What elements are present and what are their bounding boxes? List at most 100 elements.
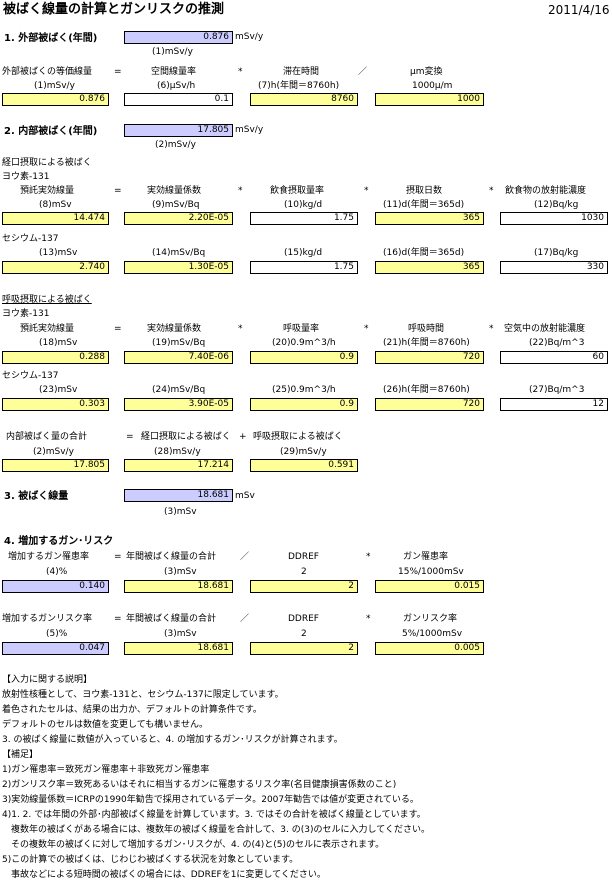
internal-sum-oral: 17.214 — [124, 459, 233, 472]
section3-title: 3. 被ばく線量 — [4, 491, 69, 502]
unit-label: (6)μSv/h — [157, 81, 196, 91]
total-dose-unit: mSv — [235, 491, 255, 501]
col-header: 空気中の放射能濃度 — [504, 324, 586, 334]
col-header: 呼吸時間 — [408, 324, 445, 334]
unit-label: (13)mSv — [39, 248, 78, 258]
unit-label: (28)mSv/y — [154, 447, 201, 457]
cesium-oral-days[interactable]: 365 — [375, 261, 484, 274]
note-line: 複数年の被ばくがある場合には、複数年の被ばく線量を合計して、3. の(3)のセル… — [2, 825, 430, 835]
unit-label: (29)mSv/y — [280, 447, 327, 457]
unit-label: 5%/1000mSv — [402, 629, 463, 639]
note-line: 2)ガンリスク率＝致死あるいはそれに相当するガンに罹患するリスク率(名目健康損害… — [2, 780, 397, 790]
unit-label: 1000μ/m — [412, 81, 453, 91]
note-line: 事故などによる短時間の被ばくの場合には、DDREFを1に変更してください。 — [2, 870, 326, 880]
times-sign: * — [489, 324, 494, 334]
unit-label: 15%/1000mSv — [398, 567, 464, 577]
iodine-oral-days[interactable]: 365 — [375, 212, 484, 225]
unit-label: (27)Bq/m^3 — [529, 385, 585, 395]
note-line: 【補足】 — [2, 750, 39, 760]
iodine-oral-coef[interactable]: 2.20E-05 — [124, 212, 233, 225]
cesium-oral-coef[interactable]: 1.30E-05 — [124, 261, 233, 274]
col-header: 実効線量係数 — [147, 324, 202, 334]
iodine-oral-intake[interactable]: 1.75 — [250, 212, 358, 225]
unit-label: (14)mSv/Bq — [152, 248, 206, 258]
unit-label: 2 — [301, 629, 307, 639]
cancer-risk-rate[interactable]: 0.005 — [375, 642, 484, 655]
iodine-inh-coef[interactable]: 7.40E-06 — [124, 351, 233, 364]
equals-sign: = — [126, 432, 134, 442]
header-micro-conv: μm変換 — [410, 67, 443, 77]
internal-dose-sub: (2)mSv/y — [155, 140, 196, 150]
inhalation-title: 呼吸摂取による被ばく — [2, 295, 92, 305]
iodine-inh-dose: 0.288 — [2, 351, 109, 364]
note-line: 1)ガン罹患率＝致死ガン罹患率＋非致死ガン罹患率 — [2, 765, 210, 775]
iodine-inh-rate[interactable]: 0.9 — [250, 351, 358, 364]
note-line: 5)この計算での被ばくは、じわじわ被ばくする状況を対象としています。 — [2, 855, 299, 865]
unit-label: (3)mSv — [164, 629, 197, 639]
note-line: 3)実効線量係数＝ICRPの1990年勧告で採用されているデータ。2007年勧告… — [2, 795, 419, 805]
times-sign: * — [366, 614, 371, 624]
page-title: 被ばく線量の計算とガンリスクの推測 — [3, 2, 225, 17]
micro-conv-input[interactable]: 1000 — [375, 93, 484, 106]
unit-label: (7)h(年間＝8760h) — [258, 81, 340, 91]
unit-label: (17)Bq/kg — [534, 248, 579, 258]
external-row-label: 外部被ばくの等価線量 — [2, 67, 93, 77]
iodine-oral-dose: 14.474 — [2, 212, 109, 225]
equals-sign: = — [114, 186, 122, 196]
note-line: デフォルトのセルは数値を変更しても構いません。 — [2, 720, 209, 730]
unit-label: (11)d(年間＝365d) — [383, 200, 465, 210]
section1-title: 1. 外部被ばく(年間) — [4, 33, 98, 44]
section4-title: 4. 増加するガン･リスク — [4, 536, 114, 547]
external-dose-result: 0.876 — [124, 31, 233, 44]
unit-label: 2 — [301, 567, 307, 577]
note-line: 4)1. 2. では年間の外部･内部被ばく線量を計算しています。3. ではその合… — [2, 810, 426, 820]
unit-label: (2)mSv/y — [33, 447, 74, 457]
total-dose-sub: (3)mSv — [164, 507, 197, 517]
cancer-incidence-result: 0.140 — [2, 580, 109, 593]
equals-sign: = — [114, 324, 122, 334]
unit-label: (4)% — [46, 567, 68, 577]
header-stay-time: 滞在時間 — [283, 67, 320, 77]
times-sign: * — [238, 324, 243, 334]
annual-dose-sum: 18.681 — [124, 642, 233, 655]
col-header: 呼吸量率 — [283, 324, 320, 334]
unit-label: (18)mSv — [39, 338, 78, 348]
cesium-inh-conc[interactable]: 12 — [500, 398, 608, 411]
ddref-input[interactable]: 2 — [250, 580, 358, 593]
ddref-input[interactable]: 2 — [250, 642, 358, 655]
internal-sum-part2: 呼吸摂取による被ばく — [253, 432, 343, 442]
times-sign: * — [238, 186, 243, 196]
note-line: 3. の被ばく線量に数値が入っていると、4. の増加するガン･リスクが計算されま… — [2, 735, 343, 745]
cesium-inh-coef[interactable]: 3.90E-05 — [124, 398, 233, 411]
note-line: 放射性核種として、ヨウ素-131と、セシウム-137に限定しています。 — [2, 690, 284, 700]
iodine-inh-time[interactable]: 720 — [375, 351, 484, 364]
unit-label: (10)kg/d — [284, 200, 323, 210]
total-dose-input[interactable]: 18.681 — [124, 489, 233, 502]
unit-label: (24)mSv/Bq — [152, 385, 206, 395]
air-dose-rate-input[interactable]: 0.1 — [124, 93, 233, 106]
iodine-inh-conc[interactable]: 60 — [500, 351, 608, 364]
col-header: 増加するガンリスク率 — [2, 614, 93, 624]
unit-label: (12)Bq/kg — [534, 200, 579, 210]
cesium-inh-time[interactable]: 720 — [375, 398, 484, 411]
cancer-incidence-rate[interactable]: 0.015 — [375, 580, 484, 593]
unit-label: (5)% — [46, 629, 68, 639]
cesium-oral-conc[interactable]: 330 — [500, 261, 608, 274]
equals-sign: = — [114, 67, 122, 77]
unit-label: (19)mSv/Bq — [152, 338, 206, 348]
iodine-oral-conc[interactable]: 1030 — [500, 212, 608, 225]
section2-title: 2. 内部被ばく(年間) — [4, 126, 98, 137]
col-header: ガン罹患率 — [403, 552, 449, 562]
internal-sum-label: 内部被ばく量の合計 — [6, 432, 88, 442]
col-header: DDREF — [288, 614, 319, 624]
cesium-label: セシウム-137 — [2, 371, 59, 381]
unit-label: (26)h(年間＝8760h) — [383, 385, 470, 395]
col-header: 実効線量係数 — [147, 186, 202, 196]
cesium-inh-rate[interactable]: 0.9 — [250, 398, 358, 411]
equals-sign: = — [114, 614, 122, 624]
stay-time-input[interactable]: 8760 — [250, 93, 358, 106]
col-header: 預託実効線量 — [20, 186, 75, 196]
cesium-oral-intake[interactable]: 1.75 — [250, 261, 358, 274]
internal-dose-unit: mSv/y — [235, 125, 264, 135]
internal-sum-part1: 経口摂取による被ばく — [141, 432, 231, 442]
